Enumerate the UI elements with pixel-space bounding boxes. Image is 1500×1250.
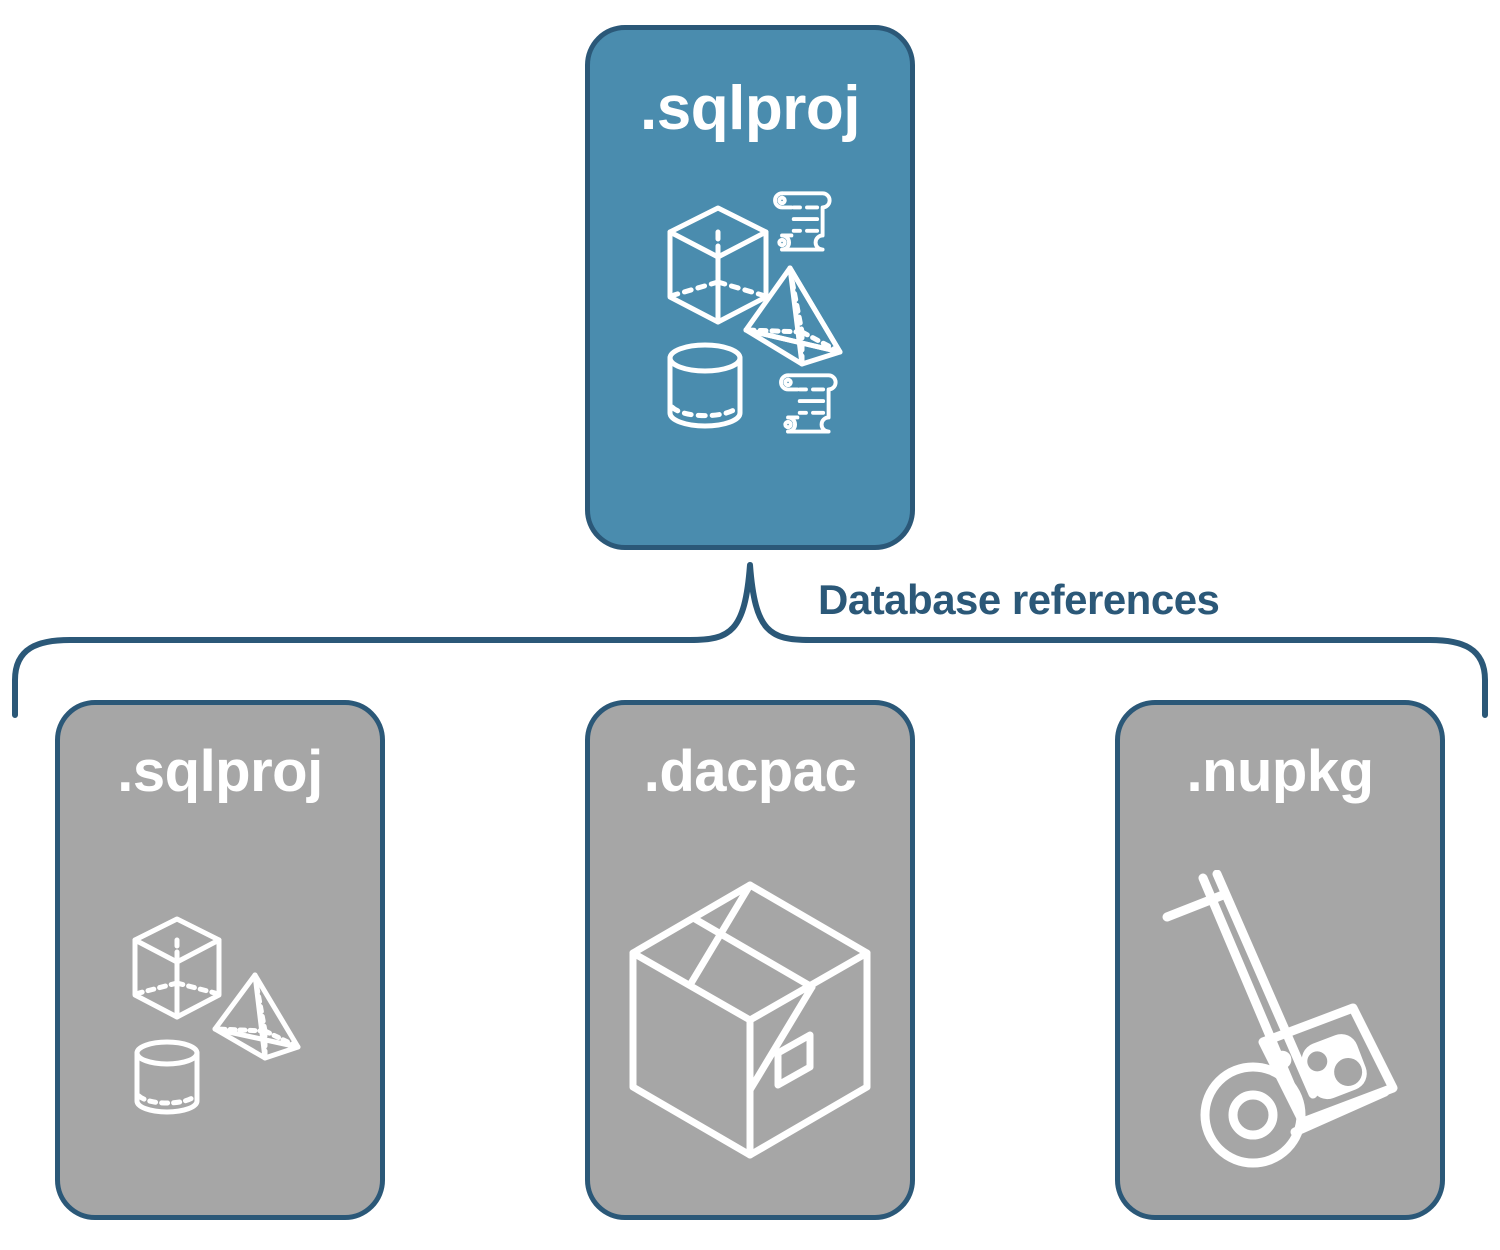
node-child-nupkg[interactable]: .nupkg [1115,700,1445,1220]
cylinder-icon [667,342,743,429]
pyramid-icon [743,265,843,367]
node-child-dacpac-icon-group [590,845,910,1195]
node-root-label: .sqlproj [640,74,860,143]
node-child-sqlproj-icon-group [60,845,380,1195]
cube-icon [132,916,222,1020]
pyramid-icon [212,972,301,1061]
cube-icon [667,205,769,325]
database-references-label: Database references [818,576,1220,623]
node-root-sqlproj[interactable]: .sqlproj [585,25,915,550]
nuget-logo-holes [1307,1051,1363,1086]
script-scroll-icon [779,373,838,434]
node-child-sqlproj-label: .sqlproj [117,739,323,804]
nuget-package-icon [1258,1003,1398,1127]
database-objects-icon [132,916,301,1115]
package-box-icon [629,881,871,1159]
node-child-nupkg-icon-group [1120,845,1440,1195]
node-child-dacpac[interactable]: .dacpac [585,700,915,1220]
cylinder-icon [134,1039,200,1115]
node-child-sqlproj[interactable]: .sqlproj [55,700,385,1220]
node-child-nupkg-label: .nupkg [1186,739,1374,804]
hand-truck-icon [1162,870,1398,1168]
script-scroll-icon [773,191,832,252]
node-child-dacpac-label: .dacpac [643,739,857,804]
node-root-icon-group [590,180,910,450]
database-objects-icon [667,191,843,434]
